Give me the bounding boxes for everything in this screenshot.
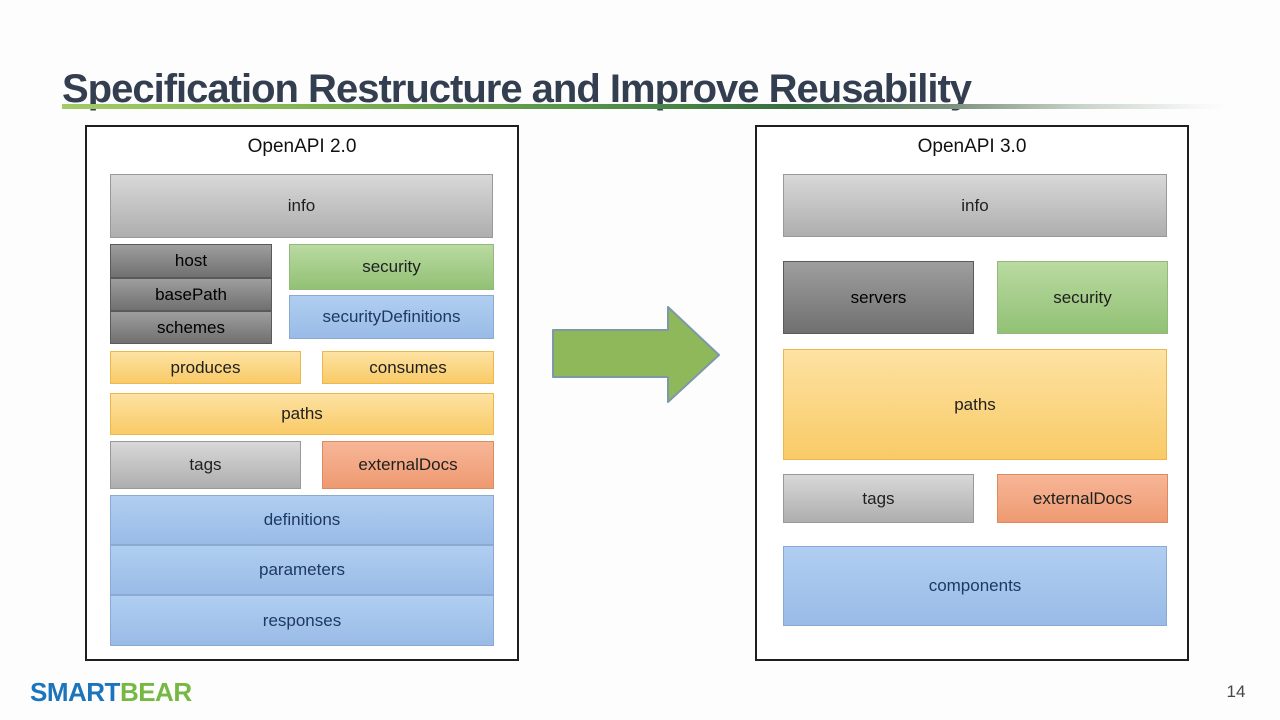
logo-smart-text: SMART — [30, 677, 120, 707]
block-definitions: definitions — [110, 495, 494, 545]
block-info: info — [110, 174, 493, 238]
panel-title: OpenAPI 2.0 — [247, 136, 357, 157]
block-consumes: consumes — [322, 351, 494, 384]
block-components: components — [783, 546, 1167, 626]
page-number: 14 — [1226, 682, 1246, 701]
block-host: host — [110, 244, 272, 278]
block-produces: produces — [110, 351, 301, 384]
smartbear-logo: SMARTBEAR — [30, 677, 192, 708]
block-paths: paths — [110, 393, 494, 435]
block-securitydefinitions: securityDefinitions — [289, 295, 494, 339]
title-underline-rule — [62, 104, 1232, 109]
block-responses: responses — [110, 595, 494, 646]
block-paths: paths — [783, 349, 1167, 460]
block-parameters: parameters — [110, 545, 494, 595]
block-externaldocs: externalDocs — [322, 441, 494, 489]
block-schemes: schemes — [110, 311, 272, 344]
block-externaldocs: externalDocs — [997, 474, 1168, 523]
block-security: security — [997, 261, 1168, 334]
block-tags: tags — [110, 441, 301, 489]
block-tags: tags — [783, 474, 974, 523]
arrow-shape — [552, 306, 720, 403]
panel-title: OpenAPI 3.0 — [917, 136, 1027, 157]
slide-title: Specification Restructure and Improve Re… — [62, 66, 972, 111]
block-info: info — [783, 174, 1167, 237]
block-security: security — [289, 244, 494, 290]
block-basepath: basePath — [110, 278, 272, 311]
block-servers: servers — [783, 261, 974, 334]
transform-arrow-icon — [548, 300, 728, 410]
logo-bear-text: BEAR — [119, 677, 192, 707]
